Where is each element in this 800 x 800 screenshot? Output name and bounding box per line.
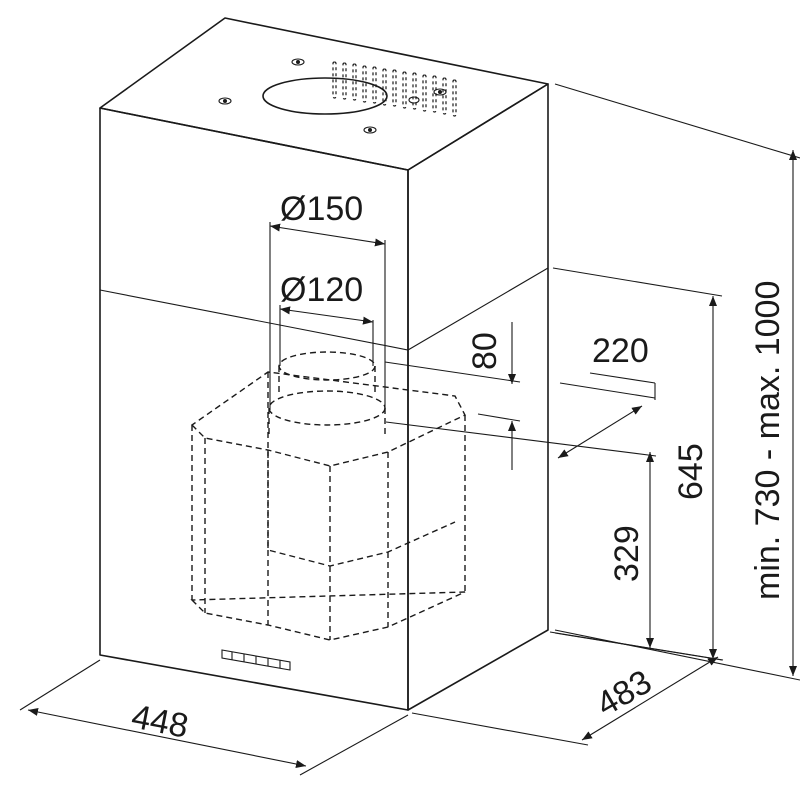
width-dimension: 448 — [19, 659, 409, 776]
collar-height-dimension: 80 — [384, 322, 521, 470]
hood-top-face — [99, 17, 549, 171]
outlet-offset-dimension: 220 — [557, 332, 656, 459]
width-448-arrow — [27, 708, 307, 768]
diameter-150-arrow — [269, 223, 386, 247]
width-448-label: 448 — [128, 698, 191, 746]
depth-dimension: 483 — [411, 631, 724, 746]
depth-483-label: 483 — [590, 663, 658, 724]
offset-220-label: 220 — [592, 332, 649, 370]
control-panel — [221, 649, 291, 671]
motor-housing-top-outline — [190, 371, 466, 467]
hidden-internals — [190, 351, 466, 641]
outlet-329-label: 329 — [608, 525, 646, 582]
overall-height-dimension: min. 730 - max. 1000 — [554, 83, 800, 681]
hood-right-face — [407, 83, 549, 711]
diameter-dimensions: Ø150 Ø120 — [269, 190, 386, 410]
top-plate-details — [218, 58, 457, 134]
telescopic-chimney-joint-line — [99, 267, 549, 351]
hood-body — [99, 17, 549, 711]
diameter-150-label: Ø150 — [280, 190, 363, 228]
diameter-120-arrow — [279, 306, 374, 325]
depth-483-arrow — [581, 656, 719, 741]
body-height-dimension: 645 — [552, 267, 723, 661]
offset-220-arrow — [557, 405, 643, 459]
body-645-label: 645 — [672, 443, 710, 500]
mounting-holes — [218, 58, 447, 134]
collar-80-label: 80 — [466, 332, 504, 370]
height-range-label: min. 730 - max. 1000 — [749, 281, 787, 600]
ventilation-slots — [332, 61, 457, 117]
collar-base-ellipse — [268, 390, 386, 426]
exhaust-outlet-opening — [262, 77, 388, 115]
motor-housing-bottom-outline — [190, 591, 466, 641]
diameter-120-label: Ø120 — [280, 271, 363, 309]
